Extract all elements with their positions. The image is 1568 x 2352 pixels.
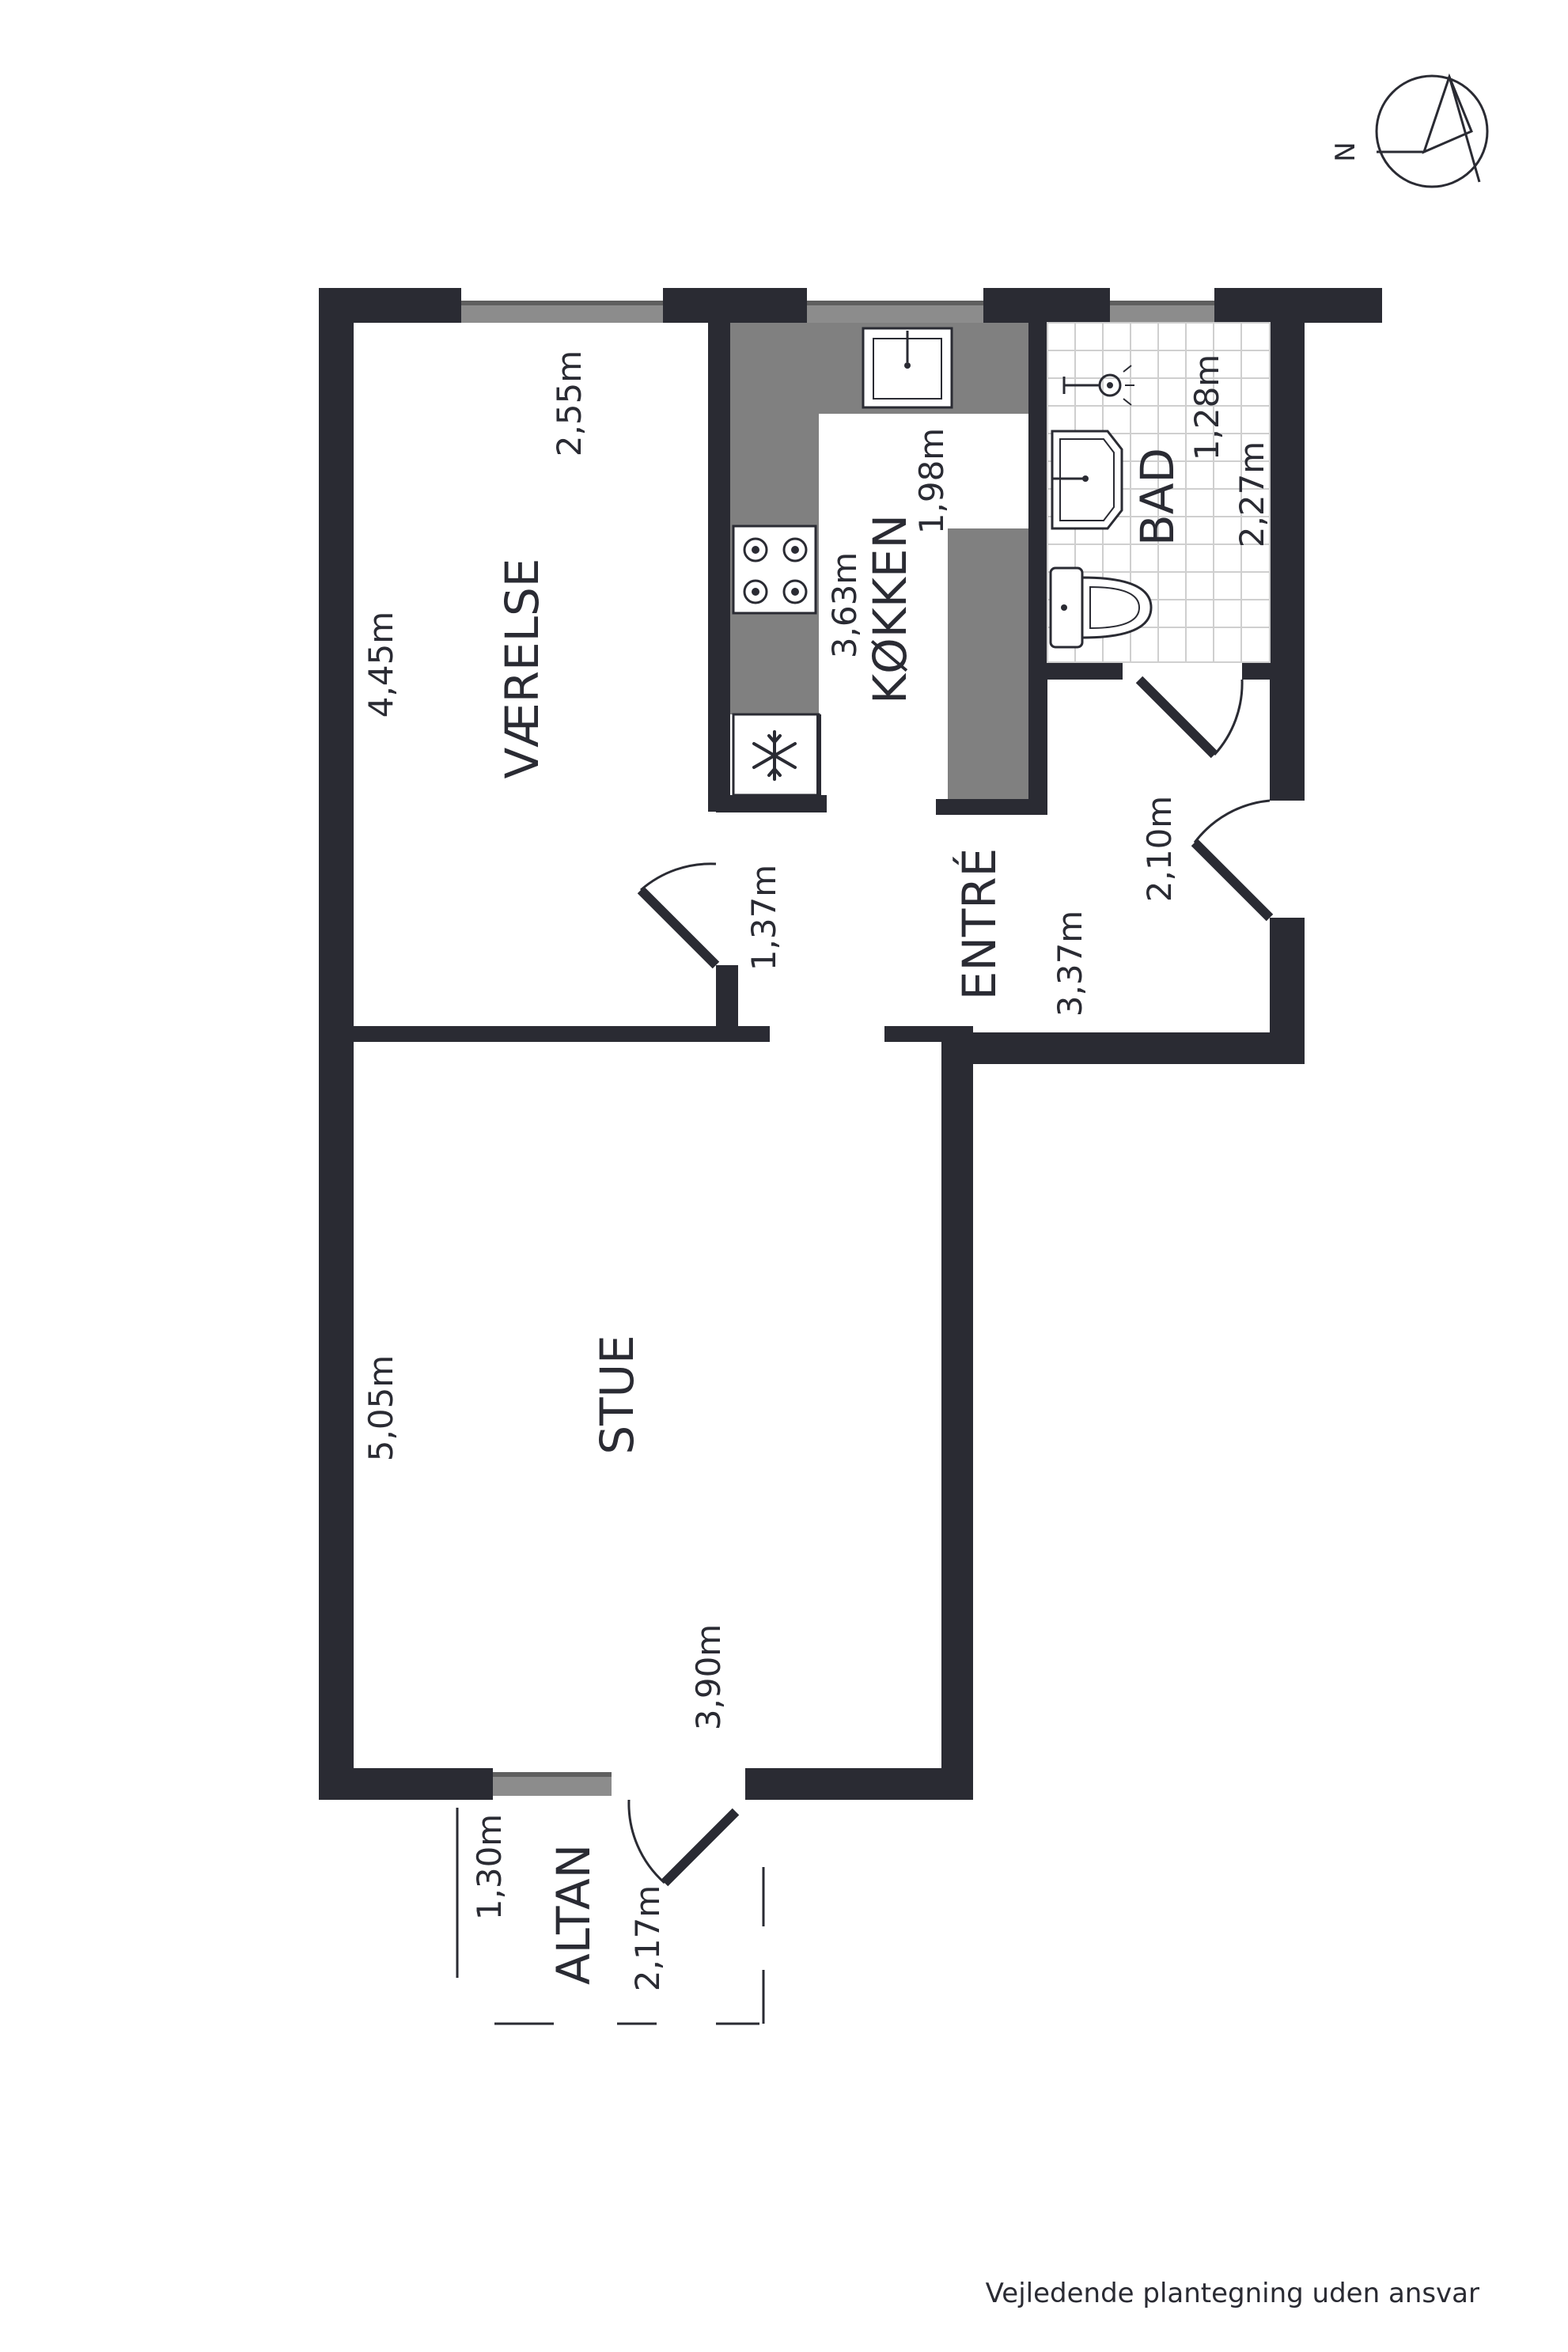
bathroom-sink-icon bbox=[1051, 430, 1123, 530]
dim-stue-length: 5,05m bbox=[362, 1355, 400, 1461]
door-vaerelse bbox=[637, 862, 720, 969]
dim-passage: 1,37m bbox=[744, 865, 783, 971]
dim-altan-width: 2,17m bbox=[628, 1885, 667, 1991]
room-labels: VÆRELSE KØKKEN BAD ENTRÉ STUE ALTAN bbox=[495, 448, 1184, 1985]
walls bbox=[319, 288, 1382, 1800]
dim-vaerelse-width: 2,55m bbox=[550, 350, 589, 456]
doors bbox=[627, 676, 1274, 1887]
door-altan bbox=[627, 1799, 740, 1887]
room-label-stue: STUE bbox=[590, 1335, 644, 1454]
windows bbox=[461, 301, 1214, 1796]
shower-icon bbox=[1062, 365, 1134, 406]
door-bad bbox=[1135, 676, 1244, 759]
dim-altan-depth: 1,30m bbox=[470, 1814, 509, 1920]
footer-disclaimer: Vejledende plantegning uden ansvar bbox=[986, 2278, 1479, 2309]
kitchen-sink-icon bbox=[862, 327, 953, 409]
dim-bad-length: 2,27m bbox=[1233, 441, 1271, 547]
door-front bbox=[1191, 799, 1274, 922]
toilet-icon bbox=[1049, 566, 1153, 649]
compass-north-label: N bbox=[1330, 142, 1362, 161]
balcony-outline bbox=[456, 1808, 765, 2025]
dimension-labels: 2,55m 4,45m 1,37m 1,98m 3,63m 1,28m 2,27… bbox=[362, 350, 1271, 1991]
room-label-altan: ALTAN bbox=[547, 1844, 600, 1985]
compass-icon: N bbox=[1330, 73, 1489, 188]
dim-kokken-length: 3,63m bbox=[825, 552, 864, 658]
room-label-entre: ENTRÉ bbox=[952, 848, 1006, 1000]
dim-entre-width: 2,10m bbox=[1140, 796, 1179, 902]
dim-kokken-width: 1,98m bbox=[912, 428, 951, 534]
stove-icon bbox=[732, 525, 817, 615]
dim-stue-width: 3,90m bbox=[689, 1624, 728, 1730]
dim-bad-width: 1,28m bbox=[1187, 354, 1226, 460]
room-label-vaerelse: VÆRELSE bbox=[495, 559, 549, 779]
dim-vaerelse-length: 4,45m bbox=[362, 612, 400, 718]
room-label-bad: BAD bbox=[1131, 448, 1184, 546]
counter-right bbox=[948, 528, 1028, 799]
room-label-kokken: KØKKEN bbox=[863, 514, 917, 704]
dim-entre-length: 3,37m bbox=[1051, 911, 1089, 1017]
fridge-icon bbox=[732, 713, 821, 797]
